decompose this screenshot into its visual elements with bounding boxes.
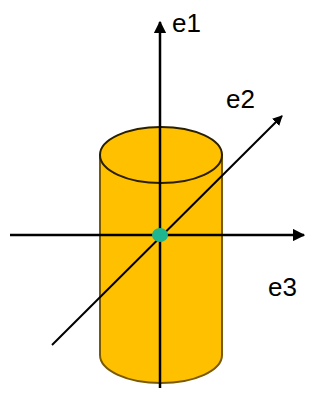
axis-e2 — [52, 116, 282, 345]
axis-label: e2 — [226, 86, 255, 112]
axis-e1 — [159, 22, 162, 388]
axis-label: e3 — [268, 274, 297, 300]
axis-label: e1 — [172, 10, 201, 36]
origin-dot — [152, 228, 168, 242]
